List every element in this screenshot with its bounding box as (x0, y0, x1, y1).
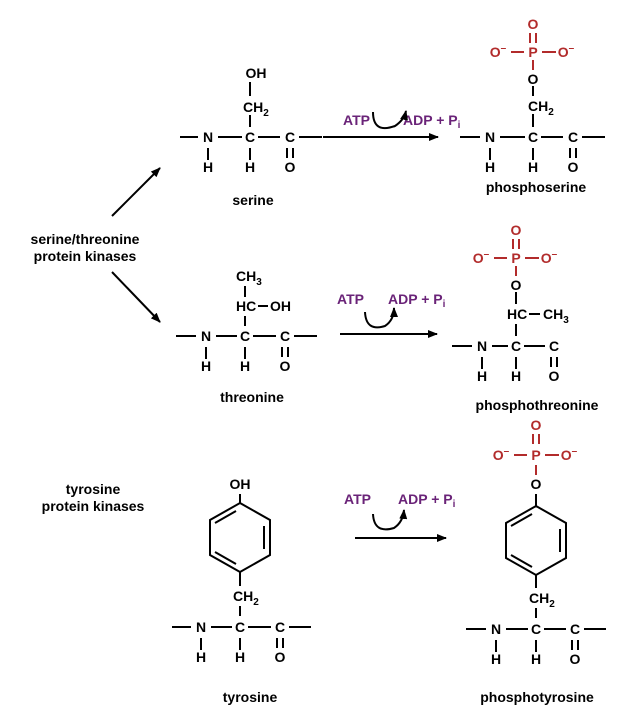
serine-ca-h: H (245, 159, 255, 175)
serine-name: serine (232, 192, 273, 208)
serine-ch2: CH2 (243, 99, 269, 119)
thr-carbonyl-o: O (280, 358, 291, 374)
phosphothreonine-structure: N H C H HC CH3 O P O O– O– C O (452, 222, 569, 384)
serine-carbonyl-c: C (285, 129, 295, 145)
ser-thr-kinase-label-line2: protein kinases (34, 248, 137, 264)
ser-thr-kinase-label: serine/threonine protein kinases (31, 231, 140, 264)
pser-n: N (485, 129, 495, 145)
threonine-name: threonine (220, 389, 284, 405)
phosphothreonine-name: phosphothreonine (476, 397, 599, 413)
thr-carbonyl-c: C (280, 328, 290, 344)
ptyr-ester-o: O (531, 476, 542, 492)
thr-nh: H (201, 358, 211, 374)
pser-carbonyl-c: C (568, 129, 578, 145)
serine-adp-pi: ADP + Pi (403, 112, 461, 131)
tyr-ca-h: H (235, 649, 245, 665)
pser-p: P (528, 44, 537, 60)
tyr-ca: C (235, 619, 245, 635)
tyr-kinase-label: tyrosine protein kinases (42, 481, 145, 514)
pthr-p-o: O (511, 222, 522, 238)
tyr-adp-pi: ADP + Pi (398, 491, 456, 510)
serine-oh: OH (246, 65, 267, 81)
ptyr-ca-h: H (531, 651, 541, 667)
ptyr-p-o: O (531, 417, 542, 433)
tyrosine-name: tyrosine (223, 689, 278, 705)
ptyr-benzene-ring (505, 504, 567, 577)
tyrosine-structure: OH CH2 N H C H C O (172, 476, 311, 665)
pthr-o-right: O– (541, 249, 558, 266)
pser-carbonyl-o: O (568, 159, 579, 175)
serine-reaction: ATP ADP + Pi (323, 110, 461, 141)
pthr-nh: H (477, 368, 487, 384)
ser-thr-kinase-label-line1: serine/threonine (31, 231, 140, 247)
pser-o-left: O– (490, 43, 507, 60)
phosphotyrosine-name: phosphotyrosine (480, 689, 594, 705)
pthr-p: P (511, 250, 520, 266)
ptyr-o-right: O– (561, 446, 578, 463)
thr-ca-h: H (240, 358, 250, 374)
thr-atp: ATP (337, 291, 364, 307)
serine-atp: ATP (343, 112, 370, 128)
phosphotyrosine-structure: O P O– O– O CH2 N H C H C O (466, 417, 606, 667)
tyr-nh: H (196, 649, 206, 665)
ptyr-carbonyl-c: C (570, 621, 580, 637)
tyr-kinase-label-line2: protein kinases (42, 498, 145, 514)
serine-nh: H (203, 159, 213, 175)
thr-adp-pi: ADP + Pi (388, 291, 446, 310)
ptyr-p: P (531, 447, 540, 463)
pthr-ch3: CH3 (543, 306, 569, 326)
thr-n: N (201, 328, 211, 344)
ptyr-o-left: O– (493, 446, 510, 463)
pthr-carbonyl-c: C (549, 338, 559, 354)
tyr-kinase-label-line1: tyrosine (66, 481, 121, 497)
ptyr-ca: C (531, 621, 541, 637)
tyr-carbonyl-o: O (275, 649, 286, 665)
pser-ca: C (528, 129, 538, 145)
serine-structure: N H C H CH2 OH C O (180, 65, 322, 175)
thr-cb: HC (236, 298, 256, 314)
pthr-n: N (477, 338, 487, 354)
arrow-to-serine (111, 167, 161, 217)
tyr-oh: OH (230, 476, 251, 492)
pthr-ca-h: H (511, 368, 521, 384)
tyr-n: N (196, 619, 206, 635)
ptyr-carbonyl-o: O (570, 651, 581, 667)
pthr-carbonyl-o: O (549, 368, 560, 384)
ptyr-nh: H (491, 651, 501, 667)
threonine-structure: N H C H HC OH CH3 C O (176, 268, 317, 374)
phosphoserine-structure: N H C H CH2 O P O O– O– C O (460, 16, 605, 175)
ptyr-ch2: CH2 (529, 590, 555, 610)
threonine-reaction: ATP ADP + Pi (337, 291, 446, 338)
ptyr-n: N (491, 621, 501, 637)
arrow-to-threonine (111, 271, 161, 323)
pser-ester-o: O (528, 71, 539, 87)
phosphoserine-name: phosphoserine (486, 179, 587, 195)
serine-n: N (203, 129, 213, 145)
thr-ch3: CH3 (236, 268, 262, 288)
tyr-benzene-ring (209, 501, 271, 574)
tyr-atp: ATP (344, 491, 371, 507)
pthr-ester-o: O (511, 277, 522, 293)
serine-ca: C (245, 129, 255, 145)
pser-o-right: O– (558, 43, 575, 60)
tyr-ch2: CH2 (233, 588, 259, 608)
pser-nh: H (485, 159, 495, 175)
tyrosine-reaction: ATP ADP + Pi (344, 491, 456, 542)
pser-ca-h: H (528, 159, 538, 175)
thr-ca: C (240, 328, 250, 344)
pthr-ca: C (511, 338, 521, 354)
tyr-carbonyl-c: C (275, 619, 285, 635)
thr-oh: OH (270, 298, 291, 314)
pthr-cb: HC (507, 306, 527, 322)
pser-ch2: CH2 (528, 98, 554, 118)
pthr-o-left: O– (473, 249, 490, 266)
pser-p-o: O (528, 16, 539, 32)
serine-carbonyl-o: O (285, 159, 296, 175)
